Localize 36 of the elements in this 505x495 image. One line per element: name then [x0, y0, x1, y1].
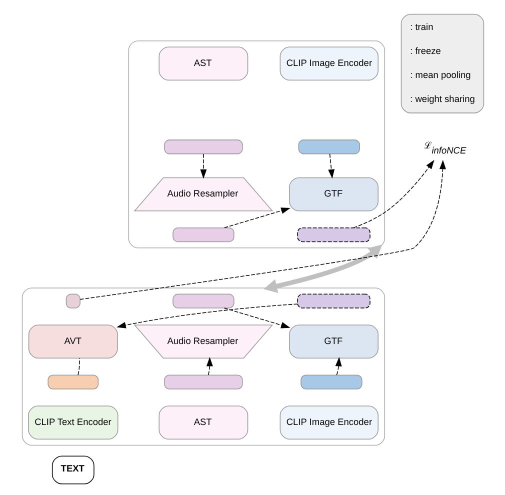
- legend-label: : freeze: [410, 46, 440, 56]
- arrow: [352, 160, 434, 228]
- arrow: [206, 357, 212, 376]
- legend-label: : train: [410, 22, 433, 32]
- node-box: [172, 227, 234, 242]
- node-box: AST: [158, 406, 248, 440]
- arrow: [224, 208, 290, 228]
- node-box: CLIP Image Encoder: [279, 406, 378, 440]
- arrow: [263, 244, 382, 294]
- connector: [77, 358, 80, 376]
- node-box: GTF: [288, 177, 378, 212]
- node-box: [298, 140, 360, 154]
- arrow: [328, 154, 334, 179]
- node-box: [172, 294, 234, 308]
- node-box: [65, 294, 80, 308]
- arrow: [200, 154, 206, 179]
- node-box: CLIP Image Encoder: [279, 46, 378, 81]
- legend-label: : mean pooling: [410, 70, 470, 80]
- label: TEXT: [60, 464, 84, 474]
- arrow: [334, 357, 342, 376]
- node-box: [300, 374, 362, 390]
- node-box: [47, 374, 98, 390]
- node-box: [164, 374, 242, 390]
- cluster: [128, 40, 385, 248]
- node-box: [164, 140, 242, 154]
- node-box: CLIP Text Encoder: [28, 406, 118, 440]
- arrow: [223, 308, 290, 328]
- node-box: [296, 294, 370, 308]
- node-box: AST: [158, 46, 248, 81]
- arrow: [116, 304, 298, 328]
- node-box: [296, 227, 370, 242]
- node-box: AVT: [28, 324, 118, 359]
- node-box: GTF: [288, 324, 378, 359]
- legend-label: : weight sharing: [410, 94, 474, 104]
- cluster: [21, 288, 385, 446]
- arrow: [79, 160, 446, 300]
